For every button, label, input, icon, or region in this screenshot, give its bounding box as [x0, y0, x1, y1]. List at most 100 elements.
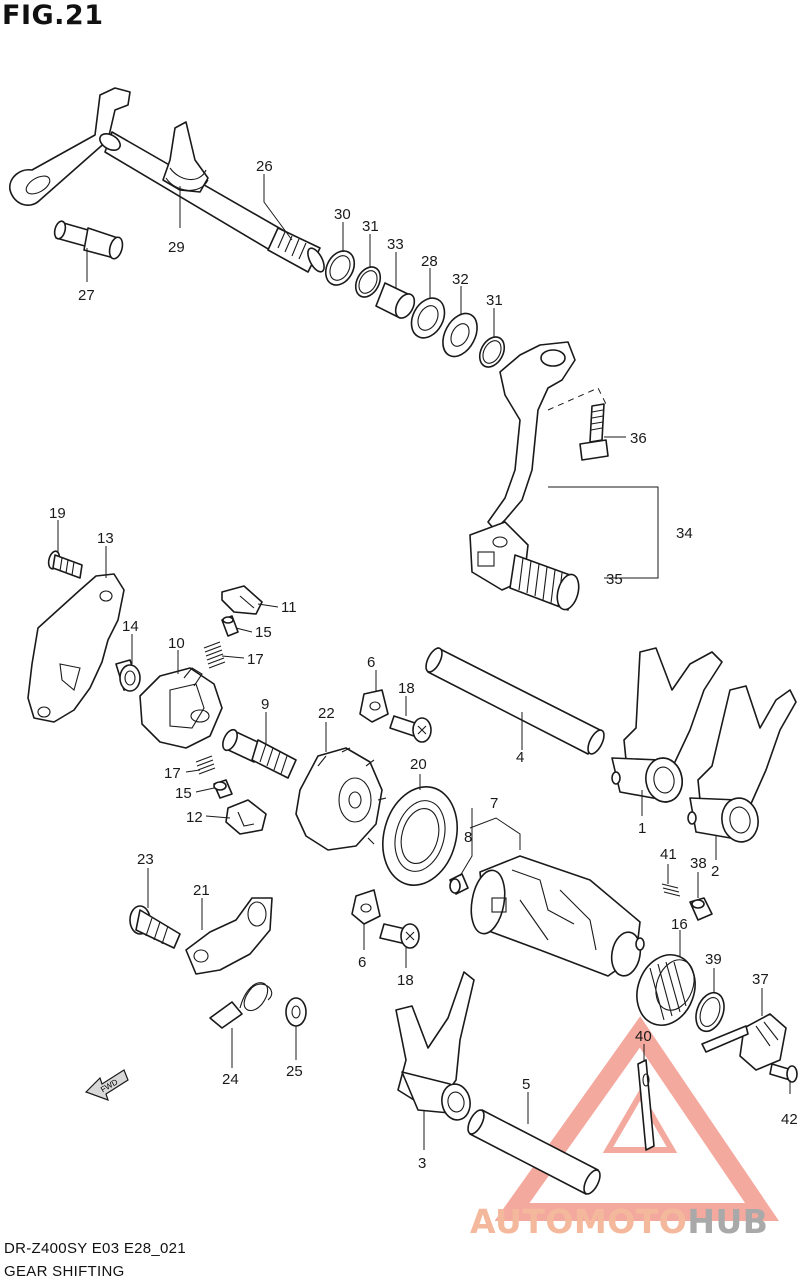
watermark-brand-text: AUTOMOTOHUB [470, 1202, 768, 1241]
cam-driven-gear [139, 667, 223, 749]
callout-1: 1 [638, 820, 646, 837]
shift-fork-shaft-lower [467, 1109, 601, 1195]
callout-20: 20 [410, 756, 427, 773]
o-ring-wire [637, 1059, 655, 1151]
callout-33: 33 [387, 236, 404, 253]
guide-screw-upper [389, 715, 432, 743]
callout-9: 9 [261, 696, 269, 713]
callout-31a: 31 [362, 218, 379, 235]
stopper-bolt [53, 220, 124, 260]
callout-17a: 17 [247, 651, 264, 668]
pawl-lower [225, 799, 267, 835]
shift-fork-3 [395, 971, 475, 1121]
callout-27: 27 [78, 287, 95, 304]
stopper-guide-upper [359, 689, 389, 723]
brand-part-1: AUTOMOTO [470, 1202, 688, 1241]
callout-18b: 18 [397, 972, 414, 989]
shaft-seal-washer-stack [324, 250, 506, 368]
callout-7: 7 [490, 795, 498, 812]
pawl-spring-lower [195, 755, 216, 775]
drum-needle-bearing [636, 954, 696, 1026]
gearshift-lever [469, 341, 576, 591]
callout-21: 21 [193, 882, 210, 899]
drum-bearing [382, 786, 458, 886]
shift-fork-1 [611, 647, 723, 803]
lever-dash-line [547, 387, 607, 411]
lever-bolt [579, 403, 609, 461]
model-code: DR-Z400SY E03 E28_021 [4, 1240, 186, 1257]
spring-washer [285, 997, 307, 1027]
gearshift-shaft-assembly [9, 87, 325, 273]
callout-10: 10 [168, 635, 185, 652]
stopper-bolt-23 [129, 905, 181, 949]
callout-40: 40 [635, 1028, 652, 1045]
figure-title: FIG.21 [2, 0, 104, 31]
cam-stopper-arm [185, 897, 273, 975]
callout-25: 25 [286, 1063, 303, 1080]
shift-pawl [221, 585, 263, 615]
cam-stopper [295, 747, 387, 851]
callout-22: 22 [318, 705, 335, 722]
callout-41: 41 [660, 846, 677, 863]
callout-17b: 17 [164, 765, 181, 782]
callout-2: 2 [711, 863, 719, 880]
cam-guide-shaft [222, 728, 297, 779]
callout-13: 13 [97, 530, 114, 547]
callout-4: 4 [516, 749, 524, 766]
switch-bolt [769, 1063, 798, 1083]
callout-11: 11 [281, 599, 297, 616]
callout-8: 8 [464, 829, 472, 846]
callout-14: 14 [122, 618, 139, 635]
drum-stopper-pin [689, 897, 713, 921]
callout-labels: 26 29 27 30 31 33 28 32 31 36 34 35 19 1… [49, 158, 798, 1172]
section-title: GEAR SHIFTING [4, 1263, 125, 1280]
plate-screw [47, 550, 83, 579]
callout-19: 19 [49, 505, 66, 522]
cam-stopper-plate [27, 573, 125, 723]
callout-18a: 18 [398, 680, 415, 697]
shift-lever-rubber [509, 554, 580, 611]
callout-3: 3 [418, 1155, 426, 1172]
callout-38: 38 [690, 855, 707, 872]
gear-position-switch [701, 1013, 787, 1071]
guide-screw-lower [379, 923, 420, 949]
callout-42: 42 [781, 1111, 798, 1128]
brand-part-2: HUB [687, 1202, 769, 1241]
forward-direction-arrow: FWD [84, 1069, 129, 1101]
shaft-return-spring [162, 121, 209, 193]
watermark-logo [494, 1016, 779, 1221]
callout-bracket-34 [548, 486, 659, 579]
stopper-guide-lower [351, 889, 381, 925]
callout-28: 28 [421, 253, 438, 270]
pawl-pin-lower [213, 779, 233, 799]
callout-36: 36 [630, 430, 647, 447]
gearshift-cam-drum [470, 855, 645, 977]
detent-spring-pin [661, 883, 681, 897]
callout-32: 32 [452, 271, 469, 288]
callout-31b: 31 [486, 292, 503, 309]
shift-fork-2 [687, 685, 797, 843]
callout-37: 37 [752, 971, 769, 988]
callout-6b: 6 [358, 954, 366, 971]
leader-lines [57, 174, 791, 1150]
callout-29: 29 [168, 239, 185, 256]
callout-15b: 15 [175, 785, 192, 802]
shift-fork-shaft-upper [425, 647, 605, 755]
callout-34: 34 [676, 525, 693, 542]
spacer-washer [115, 659, 141, 692]
callout-30: 30 [334, 206, 351, 223]
drum-pin [449, 873, 469, 895]
callout-23: 23 [137, 851, 154, 868]
callout-5: 5 [522, 1076, 530, 1093]
callout-15a: 15 [255, 624, 272, 641]
callout-24: 24 [222, 1071, 239, 1088]
retaining-ring [695, 991, 725, 1033]
callout-35: 35 [606, 571, 623, 588]
callout-26: 26 [256, 158, 273, 175]
callout-6a: 6 [367, 654, 375, 671]
pawl-spring-upper [203, 641, 226, 669]
callout-39: 39 [705, 951, 722, 968]
callout-16: 16 [671, 916, 688, 933]
callout-12: 12 [186, 809, 203, 826]
